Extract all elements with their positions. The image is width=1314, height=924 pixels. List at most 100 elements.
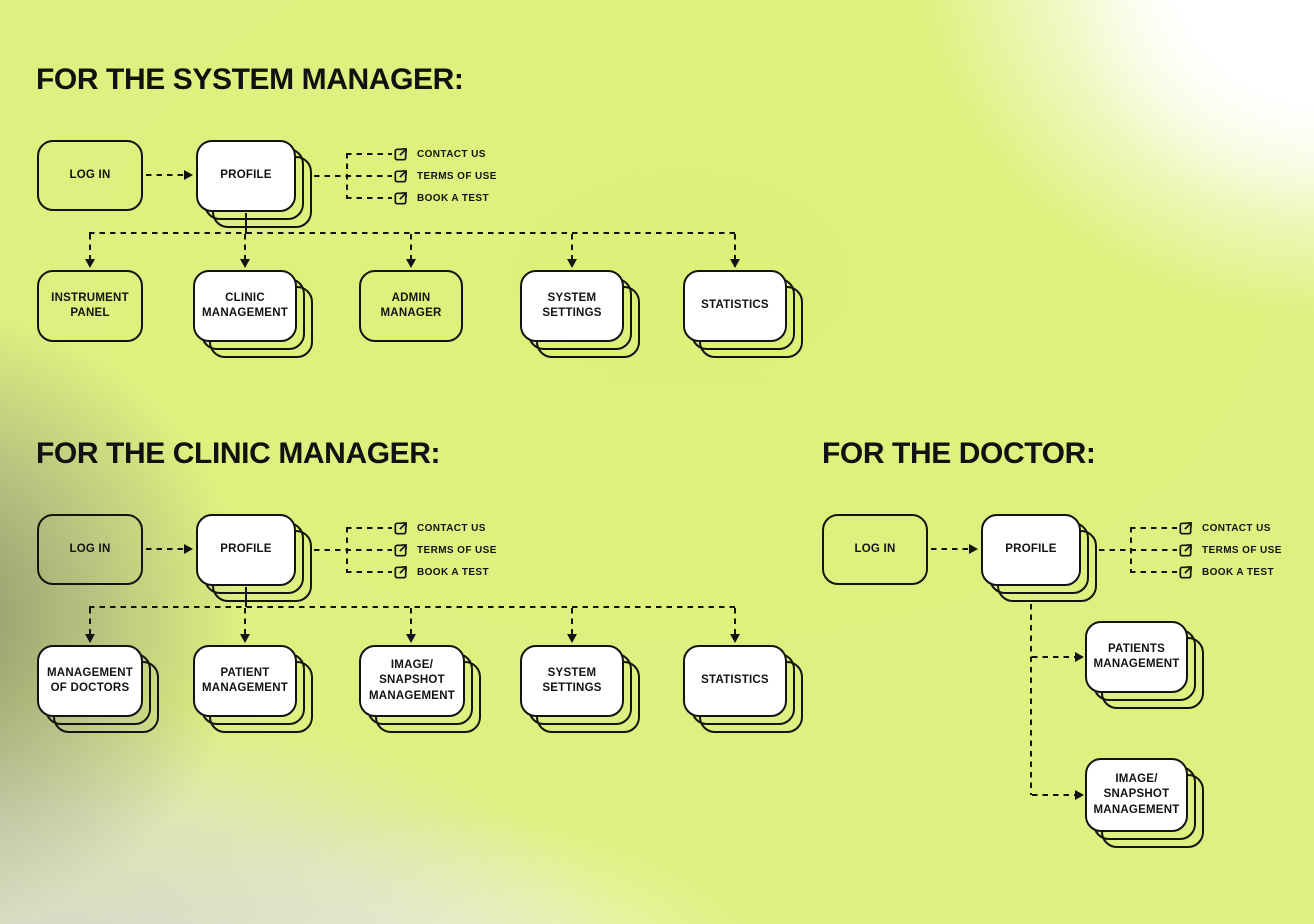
arrowhead-right-icon (184, 544, 193, 554)
link-label: CONTACT US (417, 522, 486, 534)
arrowhead-down-icon (85, 259, 95, 268)
external-link-icon (1178, 565, 1193, 580)
node-card-profile[interactable]: PROFILE (196, 140, 296, 212)
node-system-settings: SYSTEM SETTINGS (520, 645, 640, 733)
arrowhead-down-icon (730, 634, 740, 643)
connector-line (734, 234, 736, 260)
node-statistics: STATISTICS (683, 645, 803, 733)
arrowhead-right-icon (1075, 652, 1084, 662)
connector-line (931, 548, 969, 550)
node-instrument-panel: INSTRUMENT PANEL (37, 270, 159, 358)
link-book-a-test[interactable]: BOOK A TEST (393, 563, 489, 581)
node-card-system-settings[interactable]: SYSTEM SETTINGS (520, 645, 624, 717)
connector-line (1130, 571, 1177, 573)
external-link-icon (393, 521, 408, 536)
trunk-connector-line (1030, 604, 1032, 795)
connector-line (245, 587, 247, 607)
node-card-image-snapshot-management[interactable]: IMAGE/ SNAPSHOT MANAGEMENT (359, 645, 465, 717)
connector-line (314, 175, 392, 177)
external-link-icon (393, 147, 408, 162)
link-terms-of-use[interactable]: TERMS OF USE (393, 167, 497, 185)
trunk-connector-line (89, 606, 737, 608)
node-log-in: LOG IN (822, 514, 944, 601)
arrowhead-down-icon (406, 259, 416, 268)
arrowhead-down-icon (567, 259, 577, 268)
node-card-patients-management[interactable]: PATIENTS MANAGEMENT (1085, 621, 1188, 693)
link-book-a-test[interactable]: BOOK A TEST (1178, 563, 1274, 581)
trunk-connector-line (89, 232, 737, 234)
connector-line (571, 234, 573, 260)
node-card-log-in[interactable]: LOG IN (37, 140, 143, 211)
node-profile: PROFILE (981, 514, 1097, 602)
connector-line (734, 608, 736, 634)
connector-line (1032, 794, 1075, 796)
external-link-icon (393, 169, 408, 184)
node-card-statistics[interactable]: STATISTICS (683, 645, 787, 717)
connector-line (89, 234, 91, 260)
connector-line (346, 153, 392, 155)
node-profile: PROFILE (196, 514, 312, 602)
node-management-of-doctors: MANAGEMENT OF DOCTORS (37, 645, 159, 733)
node-card-management-of-doctors[interactable]: MANAGEMENT OF DOCTORS (37, 645, 143, 717)
connector-line (245, 213, 247, 234)
connector-line (89, 608, 91, 634)
link-label: TERMS OF USE (417, 544, 497, 556)
link-contact-us[interactable]: CONTACT US (393, 519, 486, 537)
node-card-image-snapshot-management[interactable]: IMAGE/ SNAPSHOT MANAGEMENT (1085, 758, 1188, 832)
node-card-admin-manager[interactable]: ADMIN MANAGER (359, 270, 463, 342)
link-book-a-test[interactable]: BOOK A TEST (393, 189, 489, 207)
node-card-patient-management[interactable]: PATIENT MANAGEMENT (193, 645, 297, 717)
arrowhead-right-icon (969, 544, 978, 554)
arrowhead-down-icon (567, 634, 577, 643)
node-patients-management: PATIENTS MANAGEMENT (1085, 621, 1204, 709)
connector-line (1032, 656, 1075, 658)
connector-line (346, 197, 392, 199)
node-card-system-settings[interactable]: SYSTEM SETTINGS (520, 270, 624, 342)
arrowhead-down-icon (730, 259, 740, 268)
section-heading-clinic-manager: FOR THE CLINIC MANAGER: (36, 437, 441, 470)
link-label: CONTACT US (1202, 522, 1271, 534)
node-clinic-management: CLINIC MANAGEMENT (193, 270, 313, 358)
link-terms-of-use[interactable]: TERMS OF USE (393, 541, 497, 559)
node-log-in: LOG IN (37, 140, 159, 227)
connector-line (410, 608, 412, 634)
node-card-profile[interactable]: PROFILE (196, 514, 296, 586)
external-link-icon (393, 543, 408, 558)
node-profile: PROFILE (196, 140, 312, 228)
arrowhead-down-icon (85, 634, 95, 643)
arrowhead-right-icon (1075, 790, 1084, 800)
external-link-icon (393, 191, 408, 206)
link-contact-us[interactable]: CONTACT US (1178, 519, 1271, 537)
connector-line (146, 174, 184, 176)
link-terms-of-use[interactable]: TERMS OF USE (1178, 541, 1282, 559)
node-card-instrument-panel[interactable]: INSTRUMENT PANEL (37, 270, 143, 342)
node-card-statistics[interactable]: STATISTICS (683, 270, 787, 342)
link-label: TERMS OF USE (417, 170, 497, 182)
node-log-in: LOG IN (37, 514, 159, 601)
link-label: CONTACT US (417, 148, 486, 160)
node-admin-manager: ADMIN MANAGER (359, 270, 479, 358)
arrowhead-down-icon (240, 634, 250, 643)
node-system-settings: SYSTEM SETTINGS (520, 270, 640, 358)
node-image-snapshot-management: IMAGE/ SNAPSHOT MANAGEMENT (1085, 758, 1204, 848)
node-card-log-in[interactable]: LOG IN (37, 514, 143, 585)
node-image-snapshot-management: IMAGE/ SNAPSHOT MANAGEMENT (359, 645, 481, 733)
connector-line (314, 549, 392, 551)
connector-line (346, 571, 392, 573)
link-contact-us[interactable]: CONTACT US (393, 145, 486, 163)
link-label: BOOK A TEST (417, 192, 489, 204)
section-heading-doctor: FOR THE DOCTOR: (822, 437, 1096, 470)
arrowhead-right-icon (184, 170, 193, 180)
connector-line (346, 153, 348, 199)
arrowhead-down-icon (240, 259, 250, 268)
node-card-log-in[interactable]: LOG IN (822, 514, 928, 585)
connector-line (410, 234, 412, 260)
section-heading-system-manager: FOR THE SYSTEM MANAGER: (36, 63, 464, 96)
node-statistics: STATISTICS (683, 270, 803, 358)
connector-line (244, 608, 246, 634)
connector-line (146, 548, 184, 550)
external-link-icon (1178, 543, 1193, 558)
node-card-clinic-management[interactable]: CLINIC MANAGEMENT (193, 270, 297, 342)
node-card-profile[interactable]: PROFILE (981, 514, 1081, 586)
